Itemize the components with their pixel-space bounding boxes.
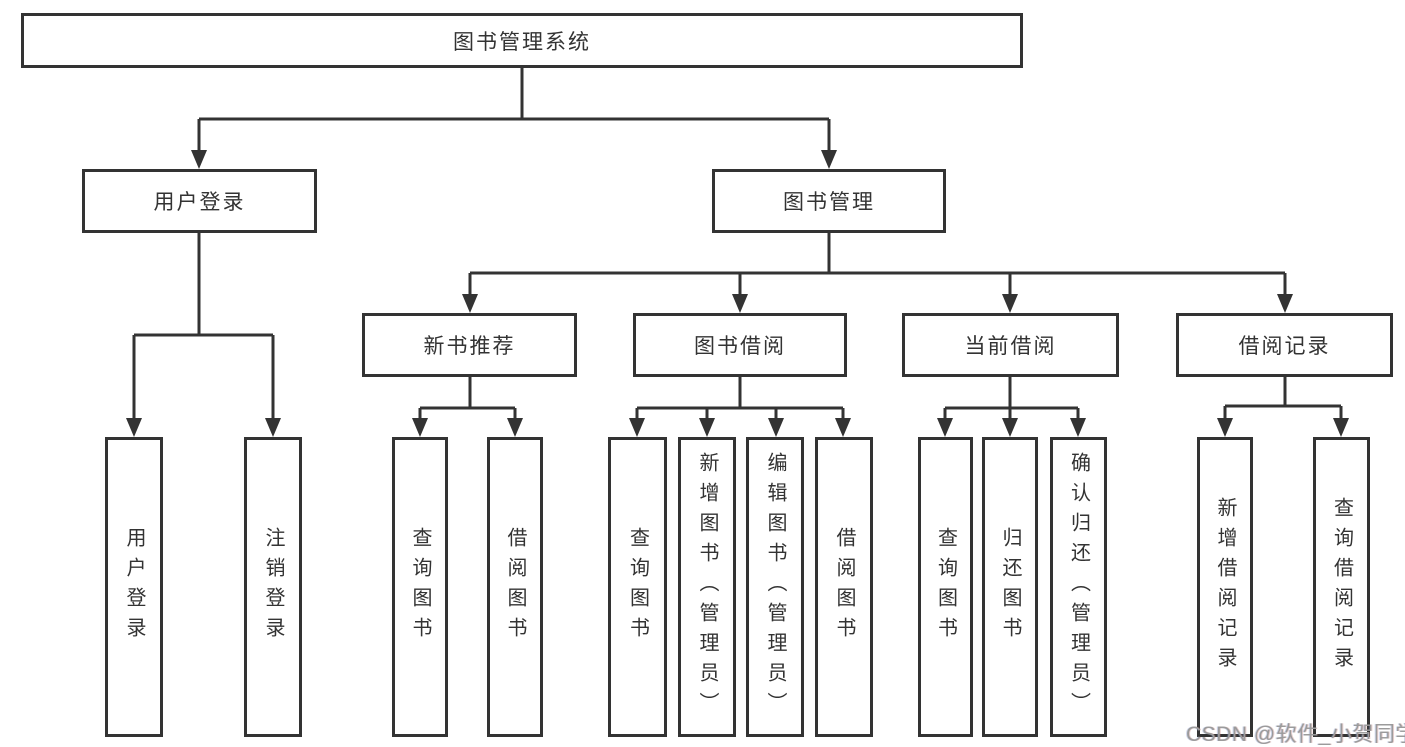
node-return-books: 归还图书: [982, 437, 1038, 737]
node-label: 查询借阅记录: [1330, 497, 1353, 677]
node-label: 当前借阅: [964, 335, 1057, 358]
node-edit-book-admin: 编辑图书（管理员）: [746, 437, 804, 737]
node-label: 借阅记录: [1238, 335, 1331, 358]
node-user-login: 用户登录: [105, 437, 163, 737]
node-label: 查询图书: [626, 527, 649, 647]
node-label: 图书管理系统: [453, 30, 591, 54]
node-user-login-group: 用户登录: [82, 169, 317, 233]
node-label: 新增借阅记录: [1214, 497, 1236, 677]
node-label: 编辑图书（管理员）: [764, 452, 786, 722]
node-library-system: 图书管理系统: [21, 13, 1023, 68]
node-label: 借阅图书: [833, 527, 855, 647]
node-book-borrowing: 图书借阅: [633, 313, 847, 377]
node-borrow-books-recommend: 借阅图书: [487, 437, 543, 737]
node-label: 确认归还（管理员）: [1067, 452, 1090, 722]
node-label: 用户登录: [123, 527, 145, 647]
node-new-book-recommendation: 新书推荐: [362, 313, 577, 377]
node-label: 图书管理: [783, 191, 875, 214]
node-book-management: 图书管理: [712, 169, 946, 233]
csdn-watermark: CSDN @软件_小贺同学: [1186, 723, 1405, 746]
node-query-borrow-record: 查询借阅记录: [1313, 437, 1370, 737]
node-query-books-current: 查询图书: [918, 437, 973, 737]
node-borrow-books: 借阅图书: [815, 437, 873, 737]
node-label: 查询图书: [409, 527, 431, 647]
node-label: 查询图书: [934, 527, 957, 647]
node-label: 归还图书: [999, 527, 1021, 647]
node-confirm-return-admin: 确认归还（管理员）: [1050, 437, 1107, 737]
node-label: 借阅图书: [504, 527, 526, 647]
node-add-book-admin: 新增图书（管理员）: [678, 437, 736, 737]
node-query-books-recommend: 查询图书: [392, 437, 448, 737]
node-logout: 注销登录: [244, 437, 302, 737]
node-label: 图书借阅: [694, 335, 786, 358]
node-query-books-borrow: 查询图书: [608, 437, 667, 737]
node-label: 用户登录: [153, 191, 246, 214]
node-current-borrowing: 当前借阅: [902, 313, 1119, 377]
node-label: 注销登录: [262, 527, 284, 647]
node-borrowing-records: 借阅记录: [1176, 313, 1393, 377]
node-label: 新书推荐: [423, 335, 516, 358]
node-add-borrow-record: 新增借阅记录: [1197, 437, 1253, 737]
node-label: 新增图书（管理员）: [696, 452, 718, 722]
